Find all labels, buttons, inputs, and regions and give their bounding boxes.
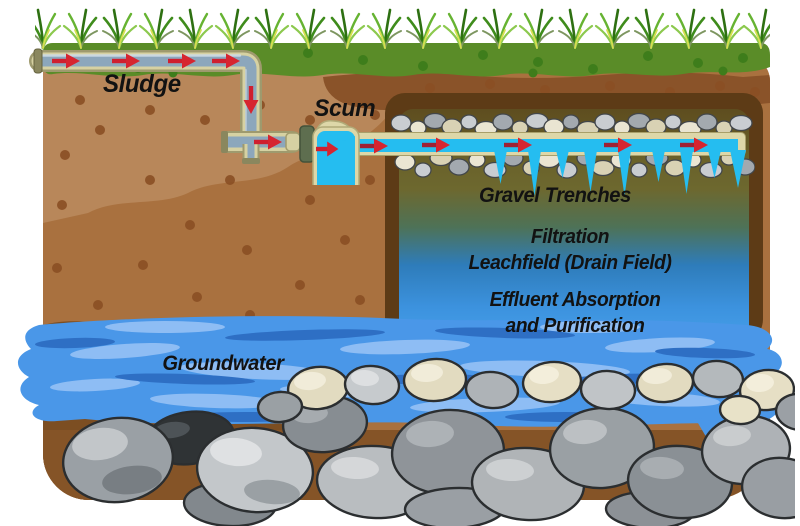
sludge-label: Sludge — [103, 70, 181, 98]
pipe-end-cap — [33, 48, 43, 74]
flow-arrow-icon — [52, 53, 80, 69]
flow-arrow-icon — [254, 134, 282, 150]
boulders — [61, 357, 795, 526]
septic-tank — [312, 119, 360, 185]
flow-arrow-icon — [604, 137, 632, 153]
scum-label: Scum — [314, 95, 376, 122]
flow-arrow-icon — [422, 137, 450, 153]
effluent-absorption-label: Effluent Absorption and Purification — [431, 287, 719, 339]
filtration-label-line1: Filtration — [530, 226, 610, 248]
flow-arrow-icon — [360, 138, 388, 154]
river-stones — [256, 357, 795, 432]
filtration-leachfield-label: Filtration Leachfield (Drain Field) — [426, 224, 714, 276]
effluent-label-line2: and Purification — [505, 315, 645, 337]
effluent-label-line1: Effluent Absorption — [489, 289, 661, 311]
flow-arrow-down-icon — [243, 86, 259, 114]
filtration-label-line2: Leachfield (Drain Field) — [468, 252, 672, 274]
effluent-drips — [494, 150, 746, 196]
flow-arrow-icon — [112, 53, 140, 69]
flow-arrow-icon — [316, 141, 339, 157]
flow-arrow-icon — [504, 137, 532, 153]
groundwater-label: Groundwater — [162, 352, 284, 375]
flow-arrow-icon — [680, 137, 708, 153]
flow-arrow-icon — [168, 53, 196, 69]
flow-arrow-icon — [212, 53, 240, 69]
gravel-trenches-label: Gravel Trenches — [479, 184, 631, 207]
